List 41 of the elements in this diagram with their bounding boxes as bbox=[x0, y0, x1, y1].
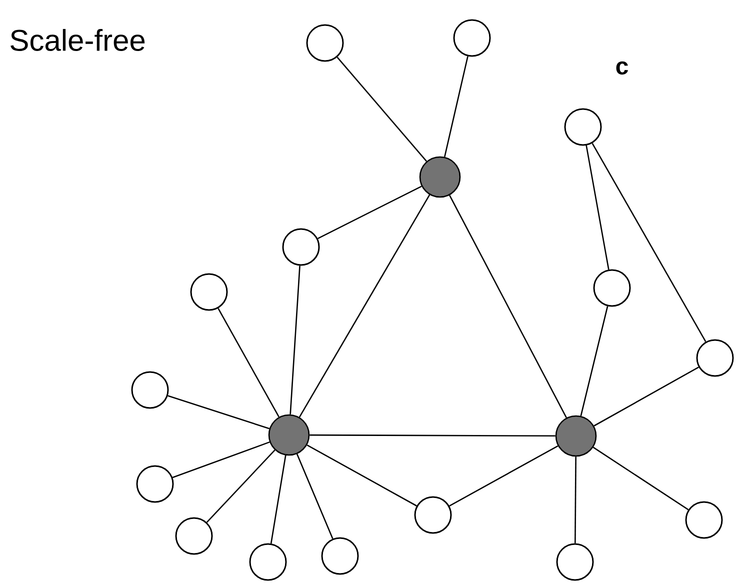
network-node bbox=[136, 465, 174, 503]
network-node bbox=[282, 228, 320, 266]
network-link bbox=[317, 186, 422, 240]
network-link bbox=[449, 445, 558, 506]
network-node bbox=[556, 543, 594, 581]
network-link bbox=[586, 145, 610, 270]
network-link bbox=[298, 194, 430, 418]
network-node bbox=[249, 543, 287, 581]
network-link bbox=[449, 194, 567, 418]
hub-node bbox=[268, 414, 310, 456]
title-text: Scale-free bbox=[10, 28, 145, 51]
network-link bbox=[444, 56, 468, 158]
network-node bbox=[321, 537, 359, 575]
hub-node bbox=[419, 156, 461, 198]
network-link bbox=[290, 266, 300, 414]
network-node bbox=[696, 339, 734, 377]
network-node bbox=[564, 108, 602, 146]
hub-node bbox=[555, 415, 597, 457]
network-link bbox=[310, 434, 556, 437]
network-link bbox=[168, 395, 270, 430]
network-link bbox=[218, 308, 280, 418]
network-link bbox=[270, 455, 286, 544]
network-node bbox=[593, 269, 631, 307]
panel-letter: c bbox=[616, 61, 628, 75]
network-link bbox=[594, 366, 699, 426]
network-node bbox=[175, 517, 213, 555]
network-node bbox=[453, 19, 491, 57]
network-node bbox=[190, 273, 228, 311]
network-link bbox=[296, 454, 334, 539]
network-link bbox=[206, 450, 276, 523]
network-link bbox=[574, 456, 576, 544]
network-node bbox=[131, 371, 169, 409]
network-link bbox=[336, 56, 428, 162]
network-link bbox=[172, 441, 270, 478]
network-node bbox=[306, 24, 344, 62]
network-link bbox=[592, 142, 706, 342]
network-link bbox=[306, 444, 417, 506]
network-link bbox=[592, 446, 689, 510]
network-link bbox=[580, 306, 608, 416]
network-node bbox=[414, 496, 452, 534]
network-node bbox=[685, 501, 723, 539]
